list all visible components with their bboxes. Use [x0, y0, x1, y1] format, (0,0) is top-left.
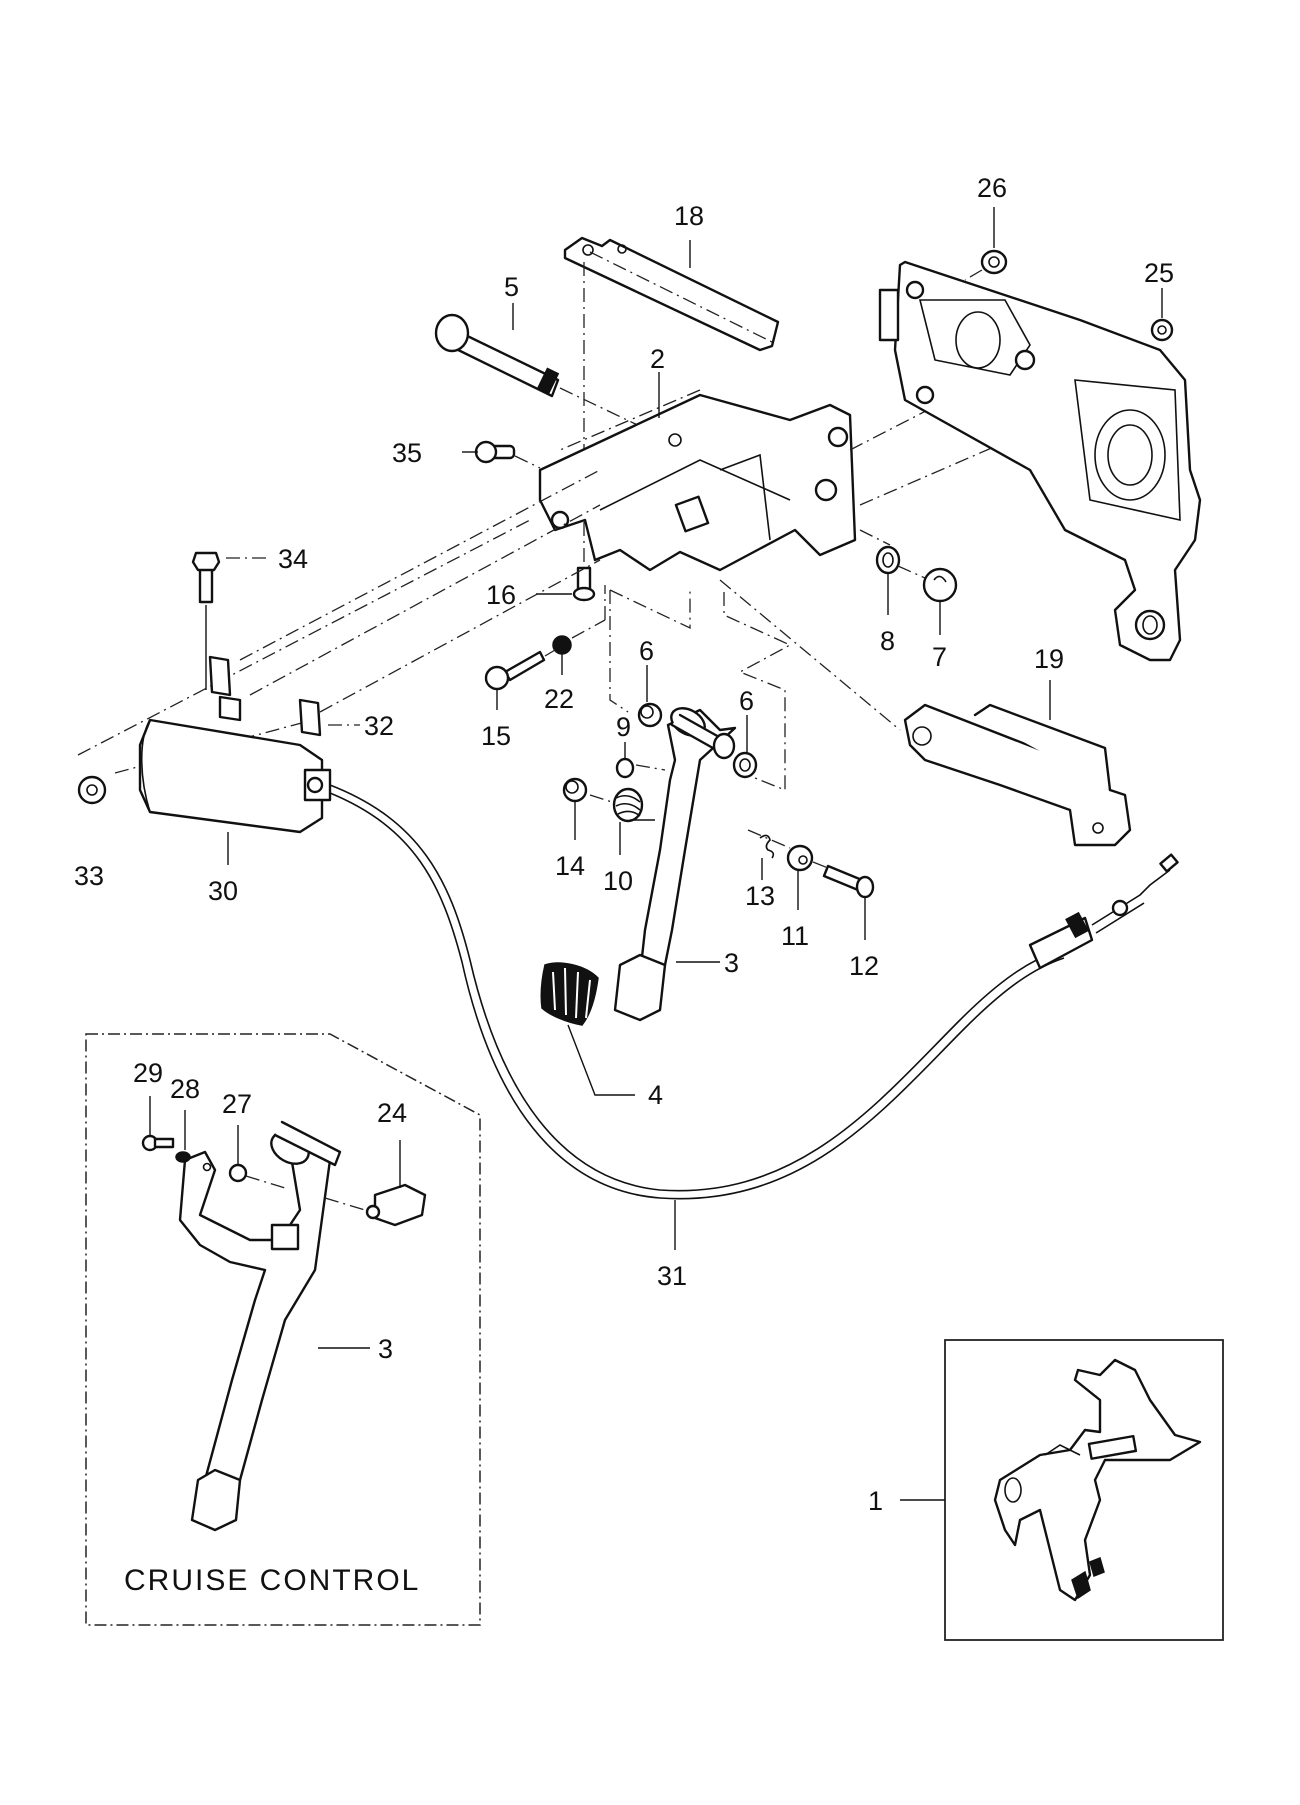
callout-14: 14 [555, 851, 585, 881]
cruise-pedal [178, 1120, 342, 1532]
cruise-control-inset-frame [85, 1033, 481, 1626]
part-3-pedal [613, 707, 737, 1022]
part-16-pin [572, 566, 596, 602]
part-1-assembly [993, 1358, 1202, 1602]
callout-9: 9 [616, 712, 631, 742]
callout-1: 1 [868, 1486, 883, 1516]
callout-labels: 1 2 3 3 4 5 6 6 7 8 9 10 11 12 13 14 15 … [74, 173, 1174, 1516]
part-34-bolt [191, 551, 221, 604]
part-13-clip [759, 834, 775, 859]
callout-6-left: 6 [639, 636, 654, 666]
callout-6-right: 6 [739, 686, 754, 716]
assembly-inset-frame [944, 1339, 1224, 1641]
part-29-bolt [141, 1134, 175, 1152]
part-15-bolt [484, 650, 546, 691]
callout-4: 4 [648, 1080, 663, 1110]
callout-31: 31 [657, 1261, 687, 1291]
callout-16: 16 [486, 580, 516, 610]
callout-15: 15 [481, 721, 511, 751]
part-5-bolt [434, 313, 560, 398]
callout-34: 34 [278, 544, 308, 574]
callout-8: 8 [880, 626, 895, 656]
part-8-washer [875, 545, 901, 575]
part-6-bushing-right [732, 751, 758, 779]
part-31-cable [329, 784, 1179, 1200]
part-32-tabs [208, 655, 322, 737]
part-11-bushing [786, 844, 814, 872]
callout-10: 10 [603, 866, 633, 896]
callout-22: 22 [544, 684, 574, 714]
part-26-nut [980, 249, 1008, 275]
part-28-washer [175, 1151, 191, 1163]
callout-3: 3 [724, 948, 739, 978]
callout-5: 5 [504, 272, 519, 302]
part-14-bushing [562, 777, 588, 803]
callout-33: 33 [74, 861, 104, 891]
callout-30: 30 [208, 876, 238, 906]
part-27-nut [228, 1163, 248, 1183]
callout-11: 11 [781, 921, 809, 951]
part-25-nut [1150, 318, 1174, 342]
callout-26: 26 [977, 173, 1007, 203]
part-22-nut [552, 635, 572, 655]
part-9-collar [615, 757, 635, 779]
callout-32: 32 [364, 711, 394, 741]
part-33-nut [77, 775, 107, 805]
callout-25: 25 [1144, 258, 1174, 288]
part-7-nut [922, 567, 958, 603]
part-35-bolt [474, 440, 516, 464]
callout-13: 13 [745, 881, 775, 911]
callout-3-cruise: 3 [378, 1334, 393, 1364]
callout-18: 18 [674, 201, 704, 231]
callout-35: 35 [392, 438, 422, 468]
part-19-bracket [903, 703, 1132, 847]
part-10-spring [612, 787, 655, 823]
callout-19: 19 [1034, 644, 1064, 674]
part-24-switch [365, 1183, 427, 1227]
cruise-control-caption: CRUISE CONTROL [124, 1564, 420, 1597]
firewall-plate [878, 260, 1202, 662]
part-18-bracket [563, 236, 780, 352]
part-6-bushing-left [637, 702, 663, 728]
part-2-pedal-bracket [538, 393, 857, 572]
callout-24: 24 [377, 1098, 407, 1128]
callout-27: 27 [222, 1089, 252, 1119]
part-30-housing [138, 718, 332, 834]
part-12-pin [822, 864, 875, 899]
callout-29: 29 [133, 1058, 163, 1088]
callout-12: 12 [849, 951, 879, 981]
callout-28: 28 [170, 1074, 200, 1104]
callout-2: 2 [650, 344, 665, 374]
callout-7: 7 [932, 642, 947, 672]
part-4-pedal-pad [540, 962, 599, 1026]
